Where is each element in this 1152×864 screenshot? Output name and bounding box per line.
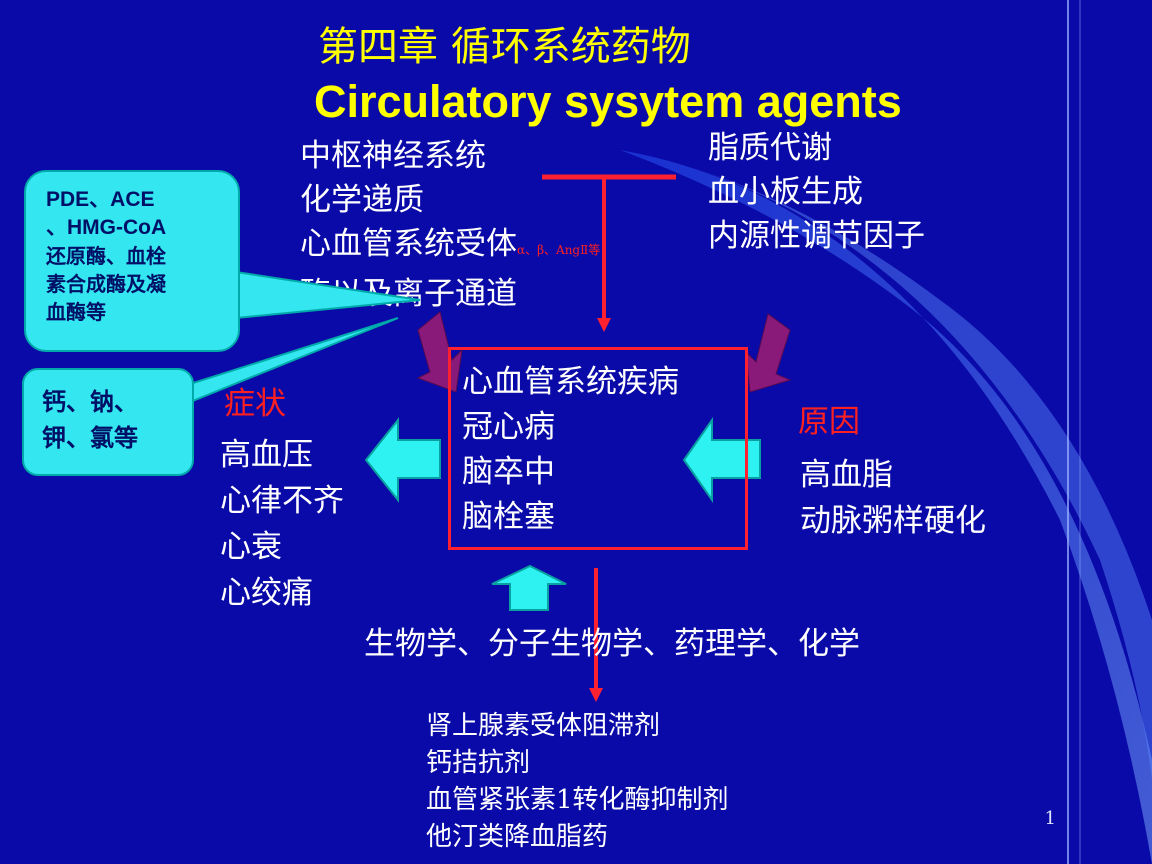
regulation-item: 血小板生成: [708, 174, 863, 210]
callout-ions-line: 钙、钠、: [42, 387, 138, 416]
slide-title-english: Circulatory sysytem agents: [314, 76, 902, 127]
cause-item: 动脉粥样硬化: [800, 503, 986, 539]
causes-label: 原因: [798, 404, 860, 440]
callout-enzymes-tail: [235, 270, 421, 320]
callout-enzymes-line: 、HMG-CoA: [46, 216, 167, 239]
drugs-list: 肾上腺素受体阻滞剂 钙拮抗剂 血管紧张素1转化酶抑制剂 他汀类降血脂药: [426, 708, 729, 856]
targets-item: 中枢神经系统: [300, 138, 486, 174]
purple-arrow-left: [416, 311, 463, 393]
targets-item: 心血管系统受体α、β、AngⅡ等: [300, 226, 601, 262]
regulation-item: 脂质代谢: [708, 130, 832, 166]
drug-item: 血管紧张素1转化酶抑制剂: [426, 785, 729, 815]
cause-item: 高血脂: [800, 457, 893, 493]
cyan-arrow-left: [364, 417, 441, 503]
receptor-note: α、β、AngⅡ等: [517, 243, 601, 257]
cyan-arrow-up: [491, 564, 567, 611]
purple-arrow-right: [745, 313, 792, 393]
symptom-item: 高血压: [220, 437, 313, 473]
symptoms-label: 症状: [224, 386, 286, 422]
disease-list: 心血管系统疾病 冠心病 脑卒中 脑栓塞: [462, 360, 679, 540]
t-connector-arrowhead: [597, 318, 611, 332]
regulation-item: 内源性调节因子: [708, 218, 925, 254]
drug-item: 他汀类降血脂药: [426, 822, 609, 852]
disease-item: 心血管系统疾病: [462, 364, 679, 400]
symptom-item: 心衰: [220, 529, 282, 565]
drug-item: 钙拮抗剂: [426, 748, 531, 778]
callout-ions: 钙、钠、 钾、氯等: [22, 368, 194, 476]
page-number: 1: [1044, 808, 1056, 829]
drug-item: 肾上腺素受体阻滞剂: [426, 711, 661, 741]
callout-enzymes-line: PDE、ACE: [46, 188, 155, 211]
disease-item: 脑栓塞: [462, 499, 555, 535]
symptom-item: 心绞痛: [220, 575, 313, 611]
symptom-item: 心律不齐: [220, 483, 344, 519]
callout-enzymes-line: 血酶等: [46, 300, 106, 324]
callout-ions-line: 钾、氯等: [42, 423, 138, 452]
callout-enzymes: PDE、ACE 、HMG-CoA 还原酶、血栓 素合成酶及凝 血酶等: [24, 170, 240, 352]
regulation-list: 脂质代谢 血小板生成 内源性调节因子: [708, 126, 925, 258]
symptoms-list: 高血压 心律不齐 心衰 心绞痛: [220, 432, 344, 616]
cyan-arrow-right: [682, 416, 761, 504]
callout-enzymes-line: 还原酶、血栓: [46, 244, 166, 268]
disease-box: [448, 347, 748, 550]
disciplines-line: 生物学、分子生物学、药理学、化学: [364, 626, 860, 662]
callout-enzymes-line: 素合成酶及凝: [46, 272, 166, 296]
slide-title-chinese: 第四章 循环系统药物: [318, 24, 691, 70]
disease-item: 脑卒中: [462, 454, 555, 490]
drugs-connector-arrowhead: [589, 688, 603, 702]
targets-item: 化学递质: [300, 182, 424, 218]
disease-item: 冠心病: [462, 409, 555, 445]
causes-list: 高血脂 动脉粥样硬化: [800, 452, 986, 544]
